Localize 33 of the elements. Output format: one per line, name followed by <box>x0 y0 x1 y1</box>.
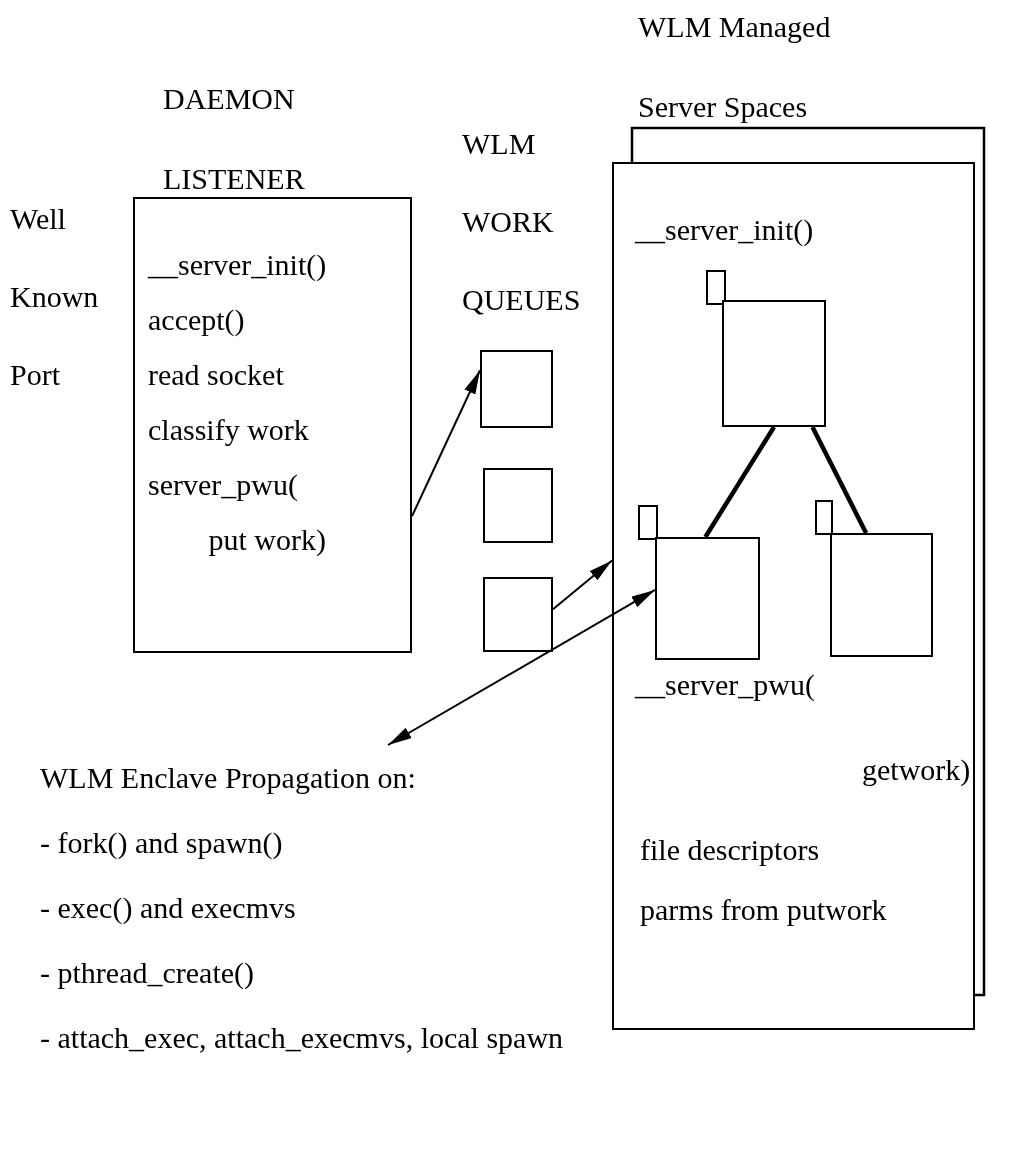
arrow <box>387 588 656 746</box>
function-text: file descriptors <box>640 832 820 868</box>
function-text: getwork) <box>862 752 971 788</box>
label: Well Known Port <box>10 201 100 393</box>
arrow <box>411 369 481 518</box>
tab-box <box>815 500 833 535</box>
list-item: - exec() and execmvs <box>40 890 297 926</box>
function-text: __server_pwu( <box>635 667 815 703</box>
tab-box <box>638 505 658 540</box>
function-text: server_pwu( put work) <box>148 467 326 558</box>
heading: DAEMON LISTENER <box>163 81 306 197</box>
arrow <box>552 559 613 611</box>
function-text: parms from putwork <box>640 892 887 928</box>
function-text: accept() <box>148 302 245 338</box>
label: WLM WORK QUEUES <box>462 126 582 318</box>
queue-box <box>480 350 553 428</box>
note-heading: WLM Enclave Propagation on: <box>40 760 417 796</box>
connector-line <box>810 426 869 534</box>
list-item: - pthread_create() <box>40 955 255 991</box>
function-text: read socket <box>148 357 284 393</box>
function-text: __server_init() <box>635 212 814 248</box>
tab-box <box>706 270 726 305</box>
process-box <box>722 300 826 427</box>
heading: WLM Managed Server Spaces <box>638 9 832 125</box>
list-item: - fork() and spawn() <box>40 825 284 861</box>
queue-box <box>483 468 553 543</box>
function-text: classify work <box>148 412 309 448</box>
function-text: __server_init() <box>148 247 327 283</box>
queue-box <box>483 577 553 652</box>
process-box <box>655 537 760 660</box>
connector-line <box>703 425 776 539</box>
list-item: - attach_exec, attach_execmvs, local spawn <box>40 1020 565 1056</box>
process-box <box>830 533 933 657</box>
